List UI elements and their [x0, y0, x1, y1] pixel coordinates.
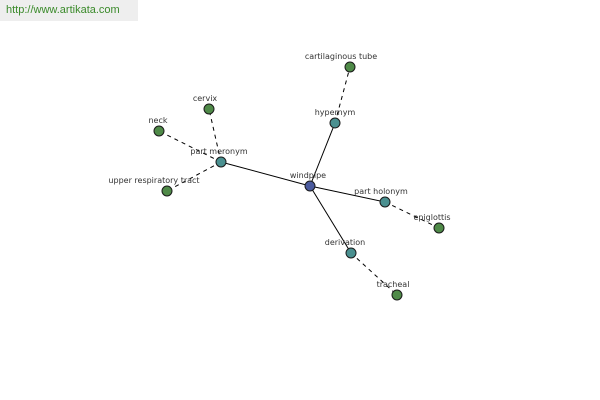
node-label-cartilaginous-tube: cartilaginous tube: [305, 52, 377, 61]
edges-layer: [158, 66, 440, 296]
labels-layer: windpipe hypernym part meronym part holonym…: [108, 52, 450, 289]
node-label-derivation: derivation: [325, 238, 365, 247]
node-neck[interactable]: [153, 125, 165, 137]
node-label-cervix: cervix: [193, 94, 218, 103]
node-label-part-holonym: part holonym: [354, 187, 408, 196]
node-hypernym[interactable]: [329, 117, 341, 129]
node-cartilaginous-tube[interactable]: [344, 61, 356, 73]
node-label-neck: neck: [148, 116, 167, 125]
node-tracheal[interactable]: [391, 289, 403, 301]
edge-part-meronym-to-upper-respiratory-tract: [166, 161, 222, 192]
node-label-hypernym: hypernym: [315, 108, 356, 117]
node-label-part-meronym: part meronym: [190, 147, 247, 156]
edge-part-holonym-to-epiglottis: [384, 201, 440, 229]
nodes-layer: [153, 61, 445, 301]
node-derivation[interactable]: [345, 247, 357, 259]
node-upper-respiratory-tract[interactable]: [161, 185, 173, 197]
node-cervix[interactable]: [203, 103, 215, 115]
node-epiglottis[interactable]: [433, 222, 445, 234]
edge-part-meronym-to-neck: [158, 130, 222, 163]
edge-derivation-to-tracheal: [350, 252, 398, 296]
edge-windpipe-to-part-meronym: [220, 161, 311, 187]
node-label-epiglottis: epiglottis: [413, 213, 450, 222]
edge-part-meronym-to-cervix: [208, 108, 222, 163]
edge-windpipe-to-derivation: [309, 185, 352, 254]
edge-windpipe-to-part-holonym: [309, 185, 386, 203]
edge-hypernym-to-cartilaginous-tube: [334, 66, 351, 124]
node-part-holonym[interactable]: [379, 196, 391, 208]
url-banner: http://www.artikata.com: [0, 0, 138, 21]
node-part-meronym[interactable]: [215, 156, 227, 168]
node-label-upper-respiratory-tract: upper respiratory tract: [108, 176, 199, 185]
edge-windpipe-to-hypernym: [309, 122, 336, 187]
node-windpipe[interactable]: [304, 180, 316, 192]
node-label-windpipe: windpipe: [290, 171, 326, 180]
node-label-tracheal: tracheal: [377, 280, 410, 289]
site-url-link[interactable]: http://www.artikata.com: [6, 4, 120, 16]
